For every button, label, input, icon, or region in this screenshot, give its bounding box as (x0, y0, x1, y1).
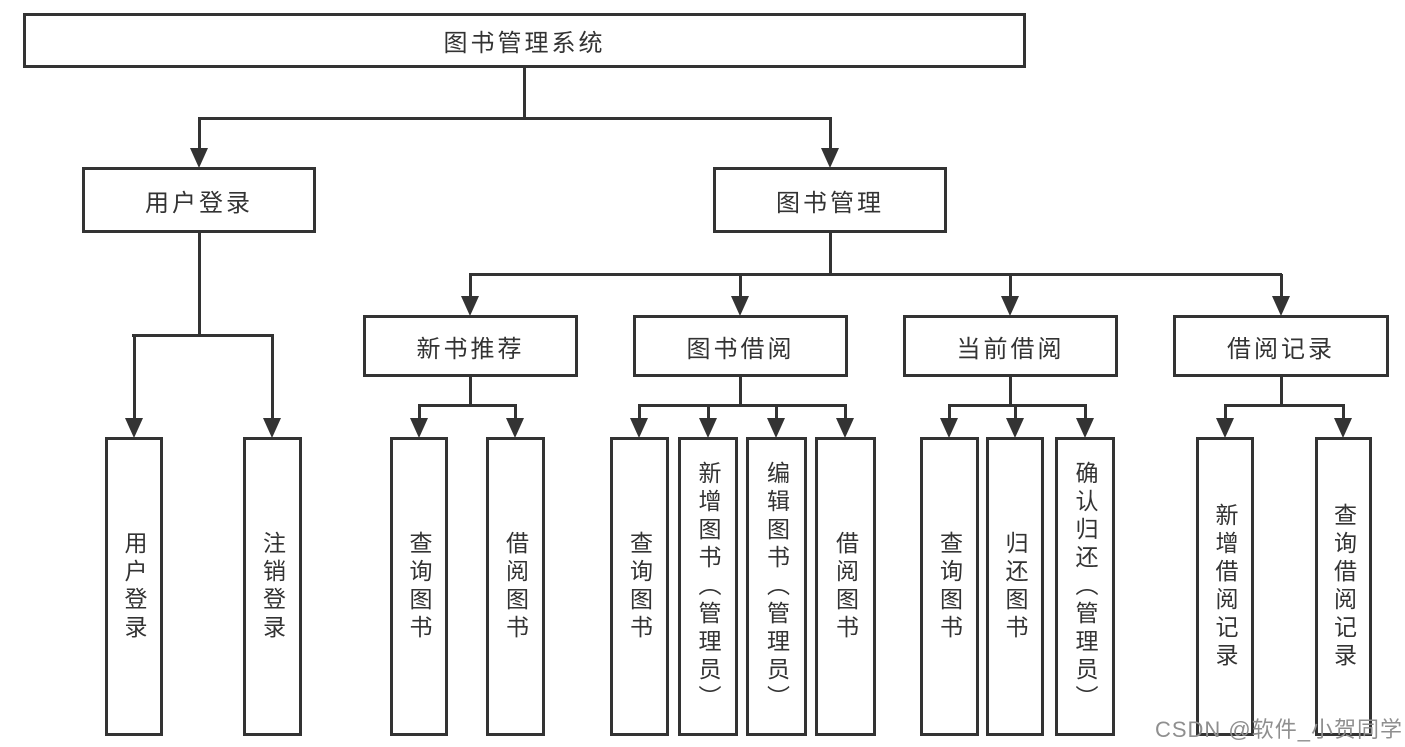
connector-book-mgmt-trunk (829, 231, 832, 276)
connector-drop (1224, 404, 1227, 420)
node-label: 借阅图书 (502, 530, 529, 643)
connector-drop (775, 404, 778, 420)
connector-level3-bar (469, 273, 1282, 276)
leaf-query-books-recommend: 查询图书 (390, 437, 448, 736)
node-label: 图书管理 (776, 189, 884, 217)
arrowhead-down (506, 418, 524, 438)
arrowhead-down (1272, 296, 1290, 316)
connector-drop (1014, 404, 1017, 420)
leaf-query-borrow-record: 查询借阅记录 (1315, 437, 1372, 736)
connector-drop (638, 404, 641, 420)
leaf-logout: 注销登录 (243, 437, 302, 736)
arrowhead-down (125, 418, 143, 438)
connector-drop (514, 404, 517, 420)
connector-currentborrow-trunk (1009, 375, 1012, 406)
leaf-edit-book-admin: 编辑图书（管理员） (746, 437, 807, 736)
node-label: 确认归还（管理员） (1072, 460, 1098, 713)
leaf-add-book-admin: 新增图书（管理员） (678, 437, 738, 736)
node-label: 查询借阅记录 (1330, 502, 1357, 671)
node-label: 查询图书 (936, 530, 963, 643)
arrowhead-down (699, 418, 717, 438)
arrowhead-down (767, 418, 785, 438)
arrowhead-down (1076, 418, 1094, 438)
connector-drop (271, 334, 274, 420)
connector-drop (1009, 274, 1012, 298)
node-label: 查询图书 (406, 530, 432, 643)
connector-drop (198, 117, 201, 151)
connector-level2-bar (198, 117, 831, 120)
connector-bookborrow-trunk (739, 375, 742, 406)
connector-drop (739, 274, 742, 298)
node-borrow-records: 借阅记录 (1173, 315, 1389, 377)
connector-drop (133, 334, 136, 420)
connector-drop (418, 404, 421, 420)
node-current-borrow: 当前借阅 (903, 315, 1118, 377)
connector-drop (844, 404, 847, 420)
node-label: 用户登录 (145, 189, 253, 217)
connector-drop (707, 404, 710, 420)
leaf-add-borrow-record: 新增借阅记录 (1196, 437, 1254, 736)
node-user-login: 用户登录 (82, 167, 316, 233)
arrowhead-down (461, 296, 479, 316)
connector-bookborrow-bar (638, 404, 847, 407)
arrowhead-down (1334, 418, 1352, 438)
node-new-book-recommend: 新书推荐 (363, 315, 578, 377)
node-label: 借阅图书 (832, 530, 859, 643)
node-book-management: 图书管理 (713, 167, 947, 233)
connector-root-trunk (523, 66, 526, 120)
arrowhead-down (940, 418, 958, 438)
arrowhead-down (190, 148, 208, 168)
arrowhead-down (836, 418, 854, 438)
connector-borrowrecord-bar (1224, 404, 1345, 407)
node-label: 编辑图书（管理员） (763, 460, 790, 713)
connector-currentborrow-bar (948, 404, 1087, 407)
node-label: 新增借阅记录 (1212, 502, 1238, 671)
connector-drop (948, 404, 951, 420)
connector-borrowrecord-trunk (1280, 375, 1283, 406)
node-label: 用户登录 (121, 530, 147, 643)
leaf-query-books-current: 查询图书 (920, 437, 979, 736)
connector-drop (829, 117, 832, 151)
leaf-confirm-return-admin: 确认归还（管理员） (1055, 437, 1115, 736)
node-label: 当前借阅 (956, 335, 1065, 363)
node-label: 归还图书 (1002, 530, 1028, 643)
node-label: 新书推荐 (416, 335, 525, 363)
node-label: 图书管理系统 (443, 30, 606, 57)
arrowhead-down (731, 296, 749, 316)
node-root: 图书管理系统 (23, 13, 1026, 68)
connector-user-login-bar (132, 334, 274, 337)
arrowhead-down (821, 148, 839, 168)
connector-drop (469, 274, 472, 298)
connector-newbook-bar (418, 404, 517, 407)
node-book-borrow: 图书借阅 (633, 315, 848, 377)
connector-drop (1342, 404, 1345, 420)
node-label: 查询图书 (626, 530, 653, 643)
leaf-borrow-books-recommend: 借阅图书 (486, 437, 545, 736)
connector-newbook-trunk (469, 375, 472, 406)
csdn-watermark: CSDN @软件_小贺同学 (1154, 717, 1403, 742)
node-label: 借阅记录 (1227, 335, 1335, 363)
arrowhead-down (630, 418, 648, 438)
connector-drop (1084, 404, 1087, 420)
connector-drop (1280, 274, 1283, 298)
node-label: 图书借阅 (686, 335, 795, 363)
leaf-borrow-books: 借阅图书 (815, 437, 876, 736)
arrowhead-down (1216, 418, 1234, 438)
arrowhead-down (1006, 418, 1024, 438)
leaf-user-login: 用户登录 (105, 437, 163, 736)
node-label: 注销登录 (259, 530, 286, 643)
arrowhead-down (1001, 296, 1019, 316)
arrowhead-down (410, 418, 428, 438)
leaf-return-book: 归还图书 (986, 437, 1044, 736)
arrowhead-down (263, 418, 281, 438)
leaf-query-books-borrow: 查询图书 (610, 437, 669, 736)
connector-user-login-trunk (198, 231, 201, 336)
node-label: 新增图书（管理员） (695, 460, 721, 713)
